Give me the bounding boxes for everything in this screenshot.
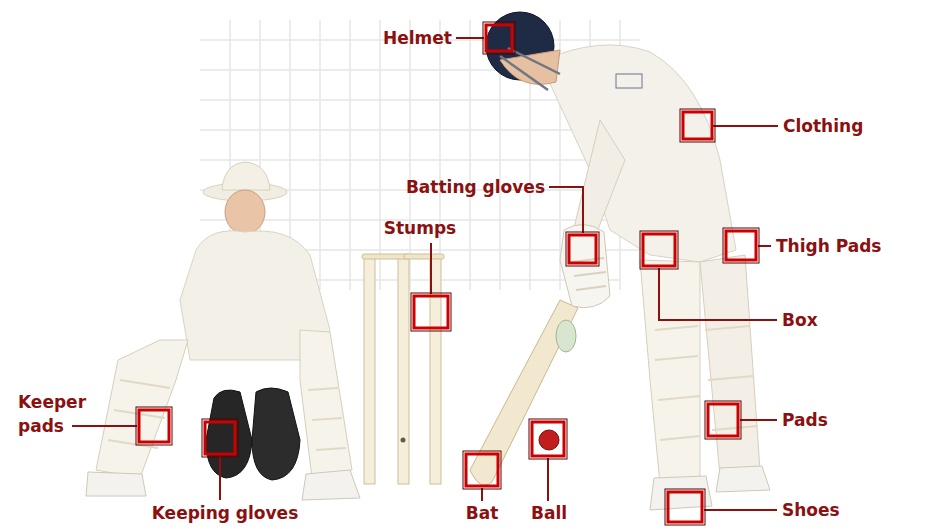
marker-squares: [136, 22, 759, 525]
part-label: Keeper pads: [18, 390, 90, 438]
part-label: Thigh Pads: [776, 235, 881, 257]
part-label: Batting gloves: [406, 176, 545, 198]
part-label: Clothing: [783, 115, 863, 137]
part-label: Stumps: [384, 217, 456, 239]
part-label: Helmet: [383, 27, 452, 49]
part-label: Ball: [531, 502, 567, 524]
leader-lines: [72, 38, 778, 510]
cricket-ball: [539, 430, 559, 450]
part-label: Box: [782, 309, 818, 331]
part-label: Shoes: [782, 499, 840, 521]
part-label: Bat: [466, 502, 499, 524]
part-label: Keeping gloves: [152, 502, 299, 524]
part-label: Pads: [782, 409, 828, 431]
batsman: [470, 12, 770, 510]
wicket-keeper: [86, 162, 360, 500]
